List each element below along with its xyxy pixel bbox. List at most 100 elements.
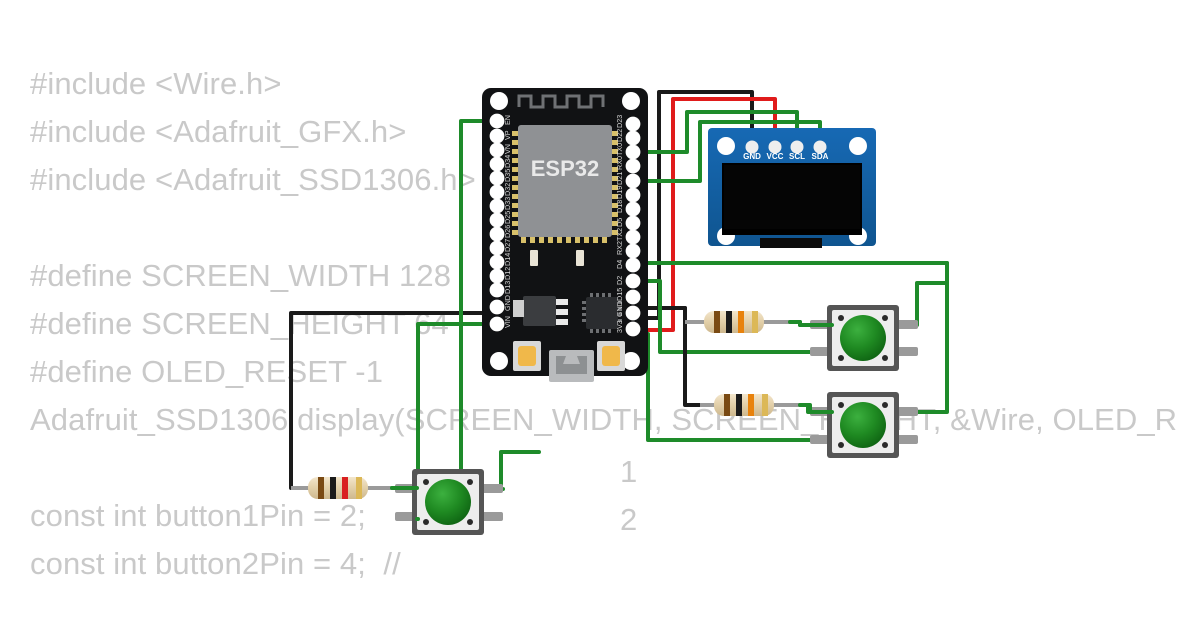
resistor-1[interactable] xyxy=(291,477,392,499)
resistor-3-band-brown xyxy=(724,394,730,416)
esp32-silk-label: ESP32 xyxy=(531,156,600,181)
pin-label-D2: D2 xyxy=(615,276,624,285)
usb-uart-chip-pins xyxy=(582,293,622,333)
code-right-number-2: 2 xyxy=(620,502,638,537)
oled-screen-inner xyxy=(724,165,860,229)
oled-display[interactable]: GND VCC SCL SDA xyxy=(708,128,876,248)
pin-label-D34: D34 xyxy=(503,155,512,168)
pushbutton-3-screw-tl xyxy=(838,402,844,408)
pin-D25[interactable] xyxy=(489,212,505,228)
oled-header[interactable] xyxy=(745,140,827,154)
esp32-board[interactable]: ESP32 xyxy=(482,88,648,382)
pushbutton-1-screw-br xyxy=(467,519,473,525)
esp32-header-right[interactable] xyxy=(625,116,641,337)
pushbutton-1-screw-tl xyxy=(423,479,429,485)
pushbutton-1-cap[interactable] xyxy=(425,479,471,525)
pin-TX0[interactable] xyxy=(625,144,641,160)
resistor-2-band-black xyxy=(726,311,732,333)
pushbutton-2-screw-br xyxy=(882,355,888,361)
oled-pin-labels: GND VCC SCL SDA xyxy=(743,152,829,161)
oled-pin-VCC[interactable] xyxy=(768,140,782,154)
pin-D18[interactable] xyxy=(625,201,641,217)
pin-D34[interactable] xyxy=(489,156,505,172)
crystal-pad-right xyxy=(576,250,584,266)
oled-pin-label-SCL: SCL xyxy=(789,152,805,161)
board-button-boot[interactable] xyxy=(597,341,625,371)
pin-3V3[interactable] xyxy=(625,321,641,337)
pin-D15[interactable] xyxy=(625,289,641,305)
resistor-3[interactable] xyxy=(700,394,800,416)
crystal-pad-left xyxy=(530,250,538,266)
pin-D23[interactable] xyxy=(625,116,641,132)
pin-label-D22: D22 xyxy=(615,129,624,142)
board-button-en[interactable] xyxy=(513,341,541,371)
pin-VN[interactable] xyxy=(489,142,505,158)
regulator-pad-c xyxy=(556,319,568,325)
pushbutton-1[interactable] xyxy=(395,469,503,535)
mount-hole-bl xyxy=(490,352,508,370)
pin-D33[interactable] xyxy=(489,198,505,214)
oled-hole-tr xyxy=(849,137,867,155)
pin-D5[interactable] xyxy=(625,215,641,231)
pushbutton-3-leg-bl xyxy=(810,435,832,444)
pin-D22[interactable] xyxy=(625,130,641,146)
esp32-pin-labels-right: D23 D22 TX0 RX0 D21 D19 D18 D5 TX2 RX2 D… xyxy=(615,115,624,333)
pin-EN[interactable] xyxy=(489,113,505,129)
pin-D35[interactable] xyxy=(489,170,505,186)
pin-D32[interactable] xyxy=(489,184,505,200)
pushbutton-3-cap[interactable] xyxy=(840,402,886,448)
oled-flex-tail xyxy=(760,238,822,248)
pin-D26[interactable] xyxy=(489,226,505,242)
pushbutton-3-screw-tr xyxy=(882,402,888,408)
pin-label-D19: D19 xyxy=(615,186,624,199)
pin-GND-left[interactable] xyxy=(489,299,505,315)
pin-TX2[interactable] xyxy=(625,229,641,245)
pin-label-D14: D14 xyxy=(503,253,512,266)
oled-pin-SCL[interactable] xyxy=(790,140,804,154)
pin-D27[interactable] xyxy=(489,240,505,256)
pushbutton-2-screw-bl xyxy=(838,355,844,361)
wire-btn3-return xyxy=(901,261,949,414)
wire-gnd-btn1 xyxy=(289,311,499,490)
pin-label-D23: D23 xyxy=(615,115,624,128)
pin-D14[interactable] xyxy=(489,254,505,270)
oled-pin-SDA[interactable] xyxy=(813,140,827,154)
resistor-3-band-gold xyxy=(762,394,768,416)
regulator-pad-a xyxy=(556,299,568,305)
oled-pin-GND[interactable] xyxy=(745,140,759,154)
pushbutton-2[interactable] xyxy=(810,305,918,371)
pin-D21[interactable] xyxy=(625,173,641,189)
pushbutton-3[interactable] xyxy=(810,392,918,458)
pushbutton-3-leg-br xyxy=(896,435,918,444)
regulator-tab xyxy=(513,300,524,317)
pin-D2[interactable] xyxy=(625,273,641,289)
pin-label-D13: D13 xyxy=(503,281,512,294)
pin-VIN[interactable] xyxy=(489,316,505,332)
pin-label-TX0: TX0 xyxy=(615,143,624,156)
pushbutton-2-leg-tr xyxy=(896,320,918,329)
wire-3v3-btn2 xyxy=(643,279,827,354)
pin-GND-right[interactable] xyxy=(625,305,641,321)
pin-D19[interactable] xyxy=(625,187,641,203)
pin-label-D26: D26 xyxy=(503,225,512,238)
pushbutton-2-cap[interactable] xyxy=(840,315,886,361)
pin-D12[interactable] xyxy=(489,268,505,284)
pin-label-D12: D12 xyxy=(503,267,512,280)
pushbutton-1-leg-br xyxy=(481,512,503,521)
pin-label-RX2: RX2 xyxy=(615,241,624,255)
pin-VP[interactable] xyxy=(489,128,505,144)
esp32-header-left[interactable] xyxy=(489,113,505,332)
pin-D13[interactable] xyxy=(489,282,505,298)
pushbutton-3-leg-tr xyxy=(896,407,918,416)
pin-RX0[interactable] xyxy=(625,158,641,174)
pin-label-RX0: RX0 xyxy=(615,156,624,170)
pin-D4[interactable] xyxy=(625,257,641,273)
pin-label-D35: D35 xyxy=(503,169,512,182)
resistor-2[interactable] xyxy=(685,311,790,333)
pin-label-D32: D32 xyxy=(503,183,512,196)
oled-pin-label-VCC: VCC xyxy=(767,152,784,161)
micro-usb-connector xyxy=(549,350,594,382)
pin-RX2[interactable] xyxy=(625,243,641,259)
mount-hole-br xyxy=(622,352,640,370)
